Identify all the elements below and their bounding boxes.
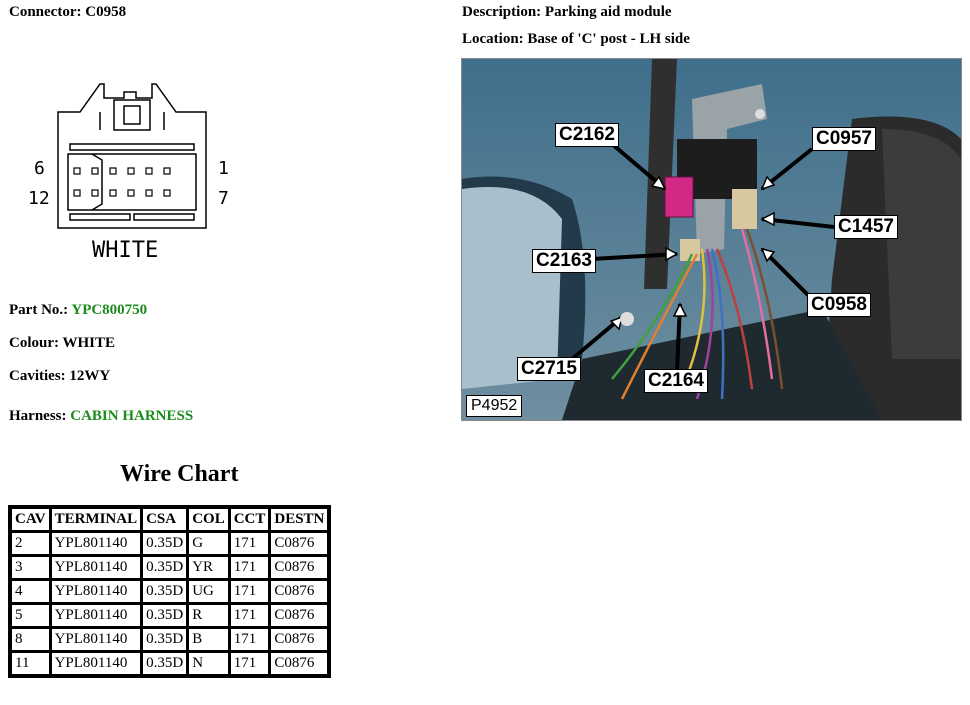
callout-c2162: C2162 [555,123,619,147]
table-row: 2 YPL801140 0.35D G 171 C0876 [12,533,328,554]
table-cell: C0876 [271,557,328,578]
colour-text: Colour: WHITE [9,335,115,351]
table-cell: YPL801140 [51,629,141,650]
part-number: Part No.: YPC800750 [9,302,147,319]
table-cell: 0.35D [143,605,187,626]
callout-c0957: C0957 [812,127,876,151]
table-cell: YPL801140 [51,653,141,674]
wire-chart-table: CAV TERMINAL CSA COL CCT DESTN 2 YPL8011… [8,505,332,678]
connector-face-drawing: 6 12 1 7 WHITE [28,80,238,270]
table-cell: 11 [12,653,49,674]
table-row: 8 YPL801140 0.35D B 171 C0876 [12,629,328,650]
callout-c2715: C2715 [517,357,581,381]
callout-c2164: C2164 [644,369,708,393]
table-cell: 0.35D [143,581,187,602]
callout-c2163: C2163 [532,249,596,273]
location-label: Location: Base of 'C' post - LH side [462,31,690,47]
table-cell: 0.35D [143,653,187,674]
column-header: DESTN [271,509,328,530]
table-row: 5 YPL801140 0.35D R 171 C0876 [12,605,328,626]
harness-link[interactable]: CABIN HARNESS [70,408,194,424]
table-cell: 0.35D [143,629,187,650]
table-cell: C0876 [271,653,328,674]
table-cell: R [189,605,228,626]
table-cell: C0876 [271,605,328,626]
table-cell: N [189,653,228,674]
wire-chart-title: Wire Chart [120,461,239,487]
table-row: 11 YPL801140 0.35D N 171 C0876 [12,653,328,674]
table-cell: C0876 [271,581,328,602]
table-cell: G [189,533,228,554]
table-row: 4 YPL801140 0.35D UG 171 C0876 [12,581,328,602]
table-cell: B [189,629,228,650]
connector-outline-icon [57,83,207,229]
harness: Harness: CABIN HARNESS [9,408,193,425]
pin-number-1: 1 [218,158,229,179]
table-cell: 171 [230,605,269,626]
table-cell: YPL801140 [51,605,141,626]
location-photo: C2162 C0957 C1457 C2163 C0958 C2715 C216… [461,58,962,421]
table-cell: 3 [12,557,49,578]
table-cell: YPL801140 [51,533,141,554]
callout-c0958: C0958 [807,293,871,317]
pin-number-6: 6 [34,158,45,179]
column-header: CAV [12,509,49,530]
table-cell: YPL801140 [51,557,141,578]
table-cell: YR [189,557,228,578]
table-cell: 171 [230,533,269,554]
table-cell: UG [189,581,228,602]
part-number-link[interactable]: YPC800750 [71,302,148,318]
table-cell: 0.35D [143,557,187,578]
table-cell: 5 [12,605,49,626]
table-cell: YPL801140 [51,581,141,602]
table-cell: 171 [230,581,269,602]
table-header-row: CAV TERMINAL CSA COL CCT DESTN [12,509,328,530]
table-row: 3 YPL801140 0.35D YR 171 C0876 [12,557,328,578]
column-header: CCT [230,509,269,530]
connector-colour-caption: WHITE [92,238,159,263]
column-header: CSA [143,509,187,530]
cavities-text: Cavities: 12WY [9,368,111,384]
table-cell: 2 [12,533,49,554]
pin-number-12: 12 [28,188,50,209]
description-label: Description: Parking aid module [462,4,672,20]
table-cell: C0876 [271,629,328,650]
harness-label: Harness: [9,408,67,424]
table-cell: 0.35D [143,533,187,554]
table-cell: C0876 [271,533,328,554]
table-cell: 171 [230,557,269,578]
pin-number-7: 7 [218,188,229,209]
column-header: COL [189,509,228,530]
photo-reference-id: P4952 [466,395,523,417]
table-cell: 8 [12,629,49,650]
connector-label: Connector: C0958 [9,4,127,20]
part-number-label: Part No.: [9,302,69,318]
table-cell: 4 [12,581,49,602]
table-cell: 171 [230,629,269,650]
table-cell: 171 [230,653,269,674]
column-header: TERMINAL [51,509,141,530]
callout-c1457: C1457 [834,215,898,239]
